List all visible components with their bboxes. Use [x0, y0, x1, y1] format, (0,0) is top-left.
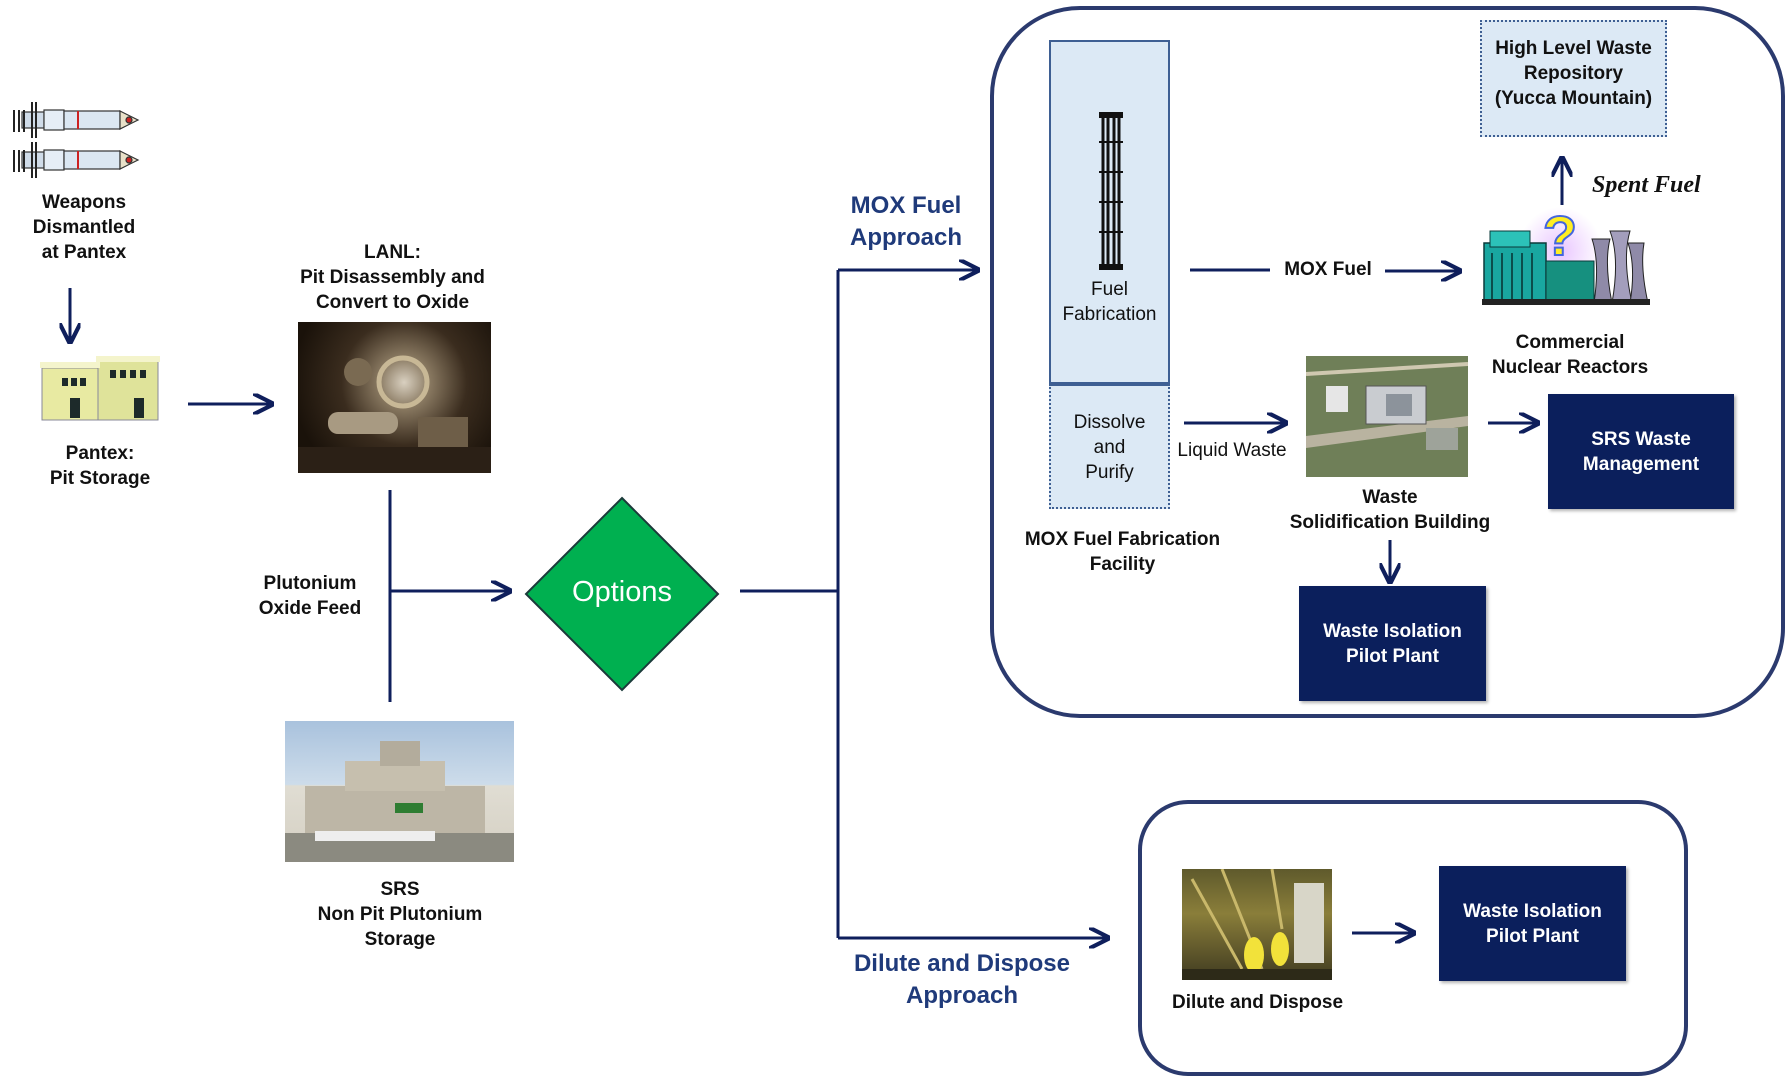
- dissolve-purify-box: [1049, 384, 1170, 509]
- plutonium-oxide-feed-label: Plutonium Oxide Feed: [258, 573, 362, 619]
- waste-solidification-photo: [1306, 356, 1468, 477]
- question-mark-icon: ?: [1542, 203, 1578, 268]
- wipp-dilute-box: Waste Isolation Pilot Plant: [1439, 866, 1626, 981]
- weapons-dismantled-label: Weapons Dismantled at Pantex: [32, 192, 136, 263]
- mox-fuel-approach-title: MOX Fuel Approach: [849, 192, 962, 251]
- high-level-waste-repository-label: High Level Waste Repository (Yucca Mount…: [1494, 38, 1653, 109]
- dilute-dispose-label: Dilute and Dispose: [1171, 992, 1344, 1013]
- waste-solidification-label: Waste Solidification Building: [1289, 487, 1491, 533]
- mox-fuel-label: MOX Fuel: [1284, 259, 1372, 280]
- lanl-facility-photo: [298, 322, 491, 473]
- srs-waste-management-box: SRS Waste Management: [1548, 394, 1734, 509]
- srs-storage-photo: [285, 721, 514, 862]
- pantex-storage-label: Pantex: Pit Storage: [49, 443, 151, 489]
- fuel-assembly-icon: [1099, 112, 1123, 270]
- mox-approach-panel: [990, 6, 1785, 718]
- mox-fabrication-facility-label: MOX Fuel Fabrication Facility: [1024, 529, 1221, 575]
- dilute-approach-panel: [1138, 800, 1688, 1076]
- commercial-reactors-label: Commercial Nuclear Reactors: [1491, 332, 1649, 378]
- dilute-dispose-approach-title: Dilute and Dispose Approach: [853, 950, 1071, 1009]
- fuel-fabrication-label: Fuel Fabrication: [1062, 279, 1157, 325]
- srs-non-pit-storage-label: SRS Non Pit Plutonium Storage: [317, 879, 483, 950]
- wipp-mox-box: Waste Isolation Pilot Plant: [1299, 586, 1486, 701]
- lanl-label: LANL: Pit Disassembly and Convert to Oxi…: [300, 242, 485, 313]
- nuclear-reactor-icon: [1482, 207, 1650, 305]
- dilute-dispose-photo: [1182, 869, 1332, 980]
- dissolve-purify-label: Dissolve and Purify: [1073, 412, 1146, 483]
- options-decision-diamond: [524, 496, 720, 692]
- high-level-waste-repository-box: [1480, 20, 1667, 137]
- storage-building-icon: [40, 356, 160, 421]
- missile-icon: [13, 102, 140, 178]
- options-label: Options: [572, 576, 672, 608]
- spent-fuel-label: Spent Fuel: [1592, 172, 1701, 198]
- liquid-waste-label: Liquid Waste: [1177, 440, 1287, 461]
